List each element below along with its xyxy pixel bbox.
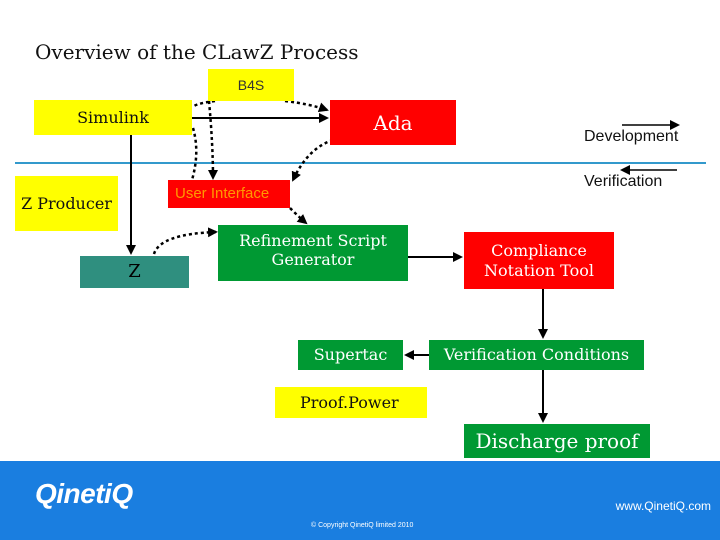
simulink-to-ui-dotted [190,127,198,181]
z-producer-node: Z Producer [15,176,118,231]
b4s-to-ada-dotted [284,99,329,113]
proofpower-node: Proof.Power [275,387,427,418]
b4s-node: B4S [208,69,294,101]
development-legend-label: Development [584,128,679,145]
z-node: Z [80,256,189,288]
compliance-notation-tool-node: Compliance Notation Tool [464,232,614,289]
z-to-rsg-dotted [152,227,218,255]
verification-conditions-node: Verification Conditions [429,340,644,370]
footer-copyright: © Copyright QinetiQ limited 2010 [311,522,414,529]
discharge-proof-node: Discharge proof [464,424,650,458]
b4s-to-ui-dotted [207,100,218,180]
page-title: Overview of the CLawZ Process [35,40,359,64]
ui-to-rsg-dotted [289,207,308,225]
ada-to-ui-dotted [291,138,334,182]
verification-legend-label: Verification [584,173,663,190]
footer-url[interactable]: www.QinetiQ.com [615,499,711,513]
user-interface-node: User Interface [168,180,290,208]
supertac-node: Supertac [298,340,403,370]
refinement-script-generator-node: Refinement Script Generator [218,225,408,281]
ada-node: Ada [330,100,456,145]
simulink-node: Simulink [34,100,192,135]
footer-bar [0,461,720,540]
b4s-to-simulink-dotted [193,99,216,108]
qinetiq-logo: QinetiQ [35,478,133,509]
